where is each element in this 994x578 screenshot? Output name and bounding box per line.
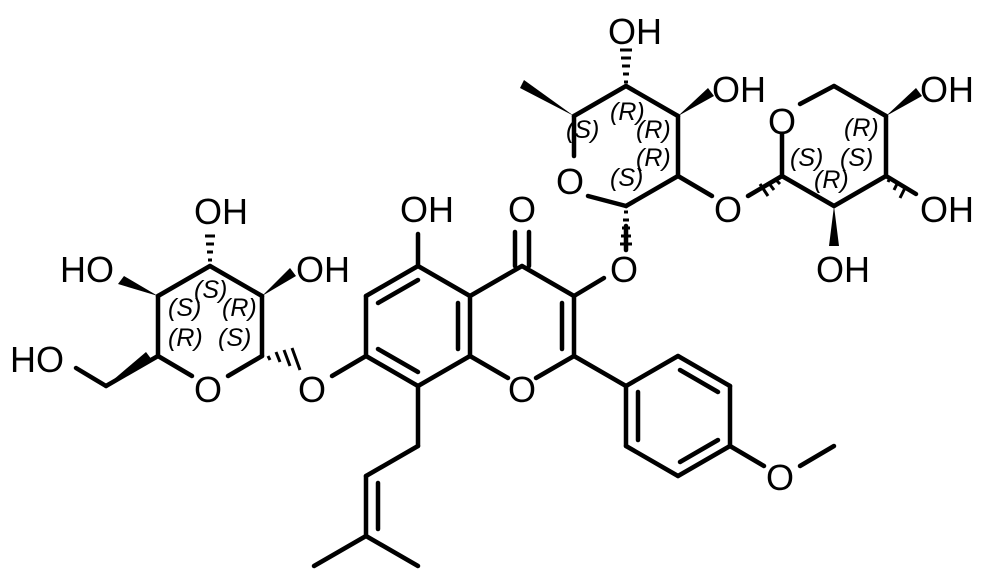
stereo-label: (R)	[222, 294, 257, 322]
atom-label: O	[768, 101, 796, 142]
atom-label: O	[556, 161, 584, 202]
stereo-label: (S)	[566, 116, 599, 144]
stereo-label: (R)	[636, 144, 671, 172]
stereo-label: (S)	[218, 324, 251, 352]
atom-label: OH	[920, 189, 974, 230]
stereo-label: (S)	[790, 144, 823, 172]
atom-label: O	[766, 457, 794, 498]
stereo-labels: (S) (R) (R) (R) (S) (R) (S) (S) (R) (S) …	[168, 98, 879, 352]
stereo-label: (R)	[168, 324, 203, 352]
atom-label: HO	[10, 339, 64, 380]
atom-label: HO	[60, 249, 114, 290]
stereo-label: (R)	[610, 98, 645, 126]
atom-label: OH	[920, 69, 974, 110]
atom-label: O	[508, 189, 536, 230]
atom-label: O	[610, 249, 638, 290]
stereo-label: (R)	[844, 114, 879, 142]
atom-label: OH	[608, 11, 662, 52]
stereo-label: (S)	[194, 276, 227, 304]
atom-label: O	[298, 369, 326, 410]
stereo-label: (S)	[840, 144, 873, 172]
stereo-label: (S)	[610, 164, 643, 192]
hashed-bonds	[205, 48, 908, 371]
wedge-bonds	[106, 80, 922, 386]
atom-label: OH	[194, 191, 248, 232]
stereo-label: (R)	[814, 166, 849, 194]
bonds	[73, 83, 919, 569]
atom-label: OH	[400, 189, 454, 230]
atom-label: O	[508, 369, 536, 410]
atom-labels: OH OH O OH O O OH OH OH O O OH HO OH HO …	[10, 11, 974, 498]
atom-label: OH	[296, 249, 350, 290]
stereo-label: (S)	[168, 294, 201, 322]
stereo-label: (R)	[636, 116, 671, 144]
atom-label: OH	[816, 249, 870, 290]
atom-label: O	[714, 189, 742, 230]
atom-label: O	[194, 369, 222, 410]
atom-label: OH	[712, 69, 766, 110]
